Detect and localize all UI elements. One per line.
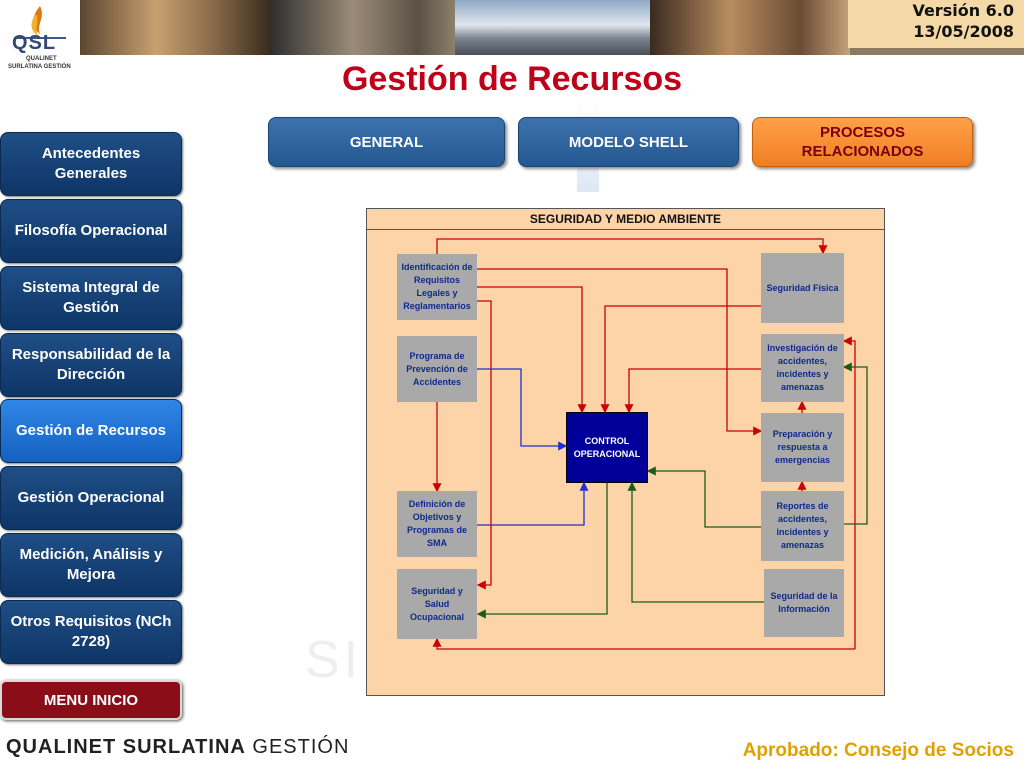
sidebar-item-label: Sistema Integral de Gestión bbox=[22, 279, 160, 316]
arrow-reportes-to-control bbox=[646, 466, 761, 528]
arrow-bottom-loop bbox=[432, 637, 855, 650]
logo-flame-icon bbox=[14, 6, 66, 39]
version-date: 13/05/2008 bbox=[913, 22, 1014, 41]
sidebar-item-label: Medición, Análisis y Mejora bbox=[19, 546, 163, 583]
header-photo-airplane bbox=[455, 0, 650, 55]
arrow-segfisica-to-control bbox=[600, 305, 761, 414]
logo-text: QSL bbox=[12, 32, 57, 54]
box-seguridad-salud: Seguridad y Salud Ocupacional bbox=[397, 569, 477, 639]
arrow-reportes-to-investigacion bbox=[842, 362, 868, 525]
arrow-ident-to-preparacion bbox=[477, 268, 763, 436]
sidebar-item-label: Filosofía Operacional bbox=[14, 222, 168, 239]
arrow-ident-to-segfisica bbox=[436, 238, 828, 255]
box-identificacion: Identificación de Requisitos Legales y R… bbox=[397, 254, 477, 320]
sidebar-item-label: Gestión de Recursos bbox=[15, 422, 167, 439]
version-box: Versión 6.0 13/05/2008 bbox=[848, 0, 1024, 48]
arrow-feedback-to-investigacion bbox=[842, 336, 856, 649]
page-title: Gestión de Recursos bbox=[341, 60, 683, 98]
sidebar-item-otros-requisitos[interactable]: Otros Requisitos (NCh 2728) bbox=[0, 600, 182, 664]
sidebar-item-label: Responsabilidad de la Dirección bbox=[11, 346, 171, 383]
sidebar-item-sistema-integral[interactable]: Sistema Integral de Gestión bbox=[0, 266, 182, 330]
menu-inicio-button[interactable]: MENU INICIO bbox=[0, 680, 182, 720]
box-seguridad-informacion: Seguridad de la Información bbox=[764, 569, 844, 637]
tab-procesos-relacionados[interactable]: PROCESOS RELACIONADOS bbox=[752, 117, 973, 167]
header-photo-office bbox=[270, 0, 455, 55]
box-control-operacional: CONTROL OPERACIONAL bbox=[566, 412, 648, 483]
tab-label: PROCESOS RELACIONADOS bbox=[801, 124, 924, 160]
tab-label: MODELO SHELL bbox=[568, 133, 689, 151]
sidebar-item-medicion-analisis[interactable]: Medición, Análisis y Mejora bbox=[0, 533, 182, 597]
footer-brand-bold: QUALINET SURLATINA bbox=[6, 736, 246, 758]
tab-general[interactable]: GENERAL bbox=[268, 117, 505, 167]
arrow-seginfo-to-control bbox=[627, 481, 764, 603]
watermark-text: SI bbox=[305, 631, 363, 689]
footer-brand-light: GESTIÓN bbox=[252, 736, 350, 758]
sidebar-item-label: Otros Requisitos (NCh 2728) bbox=[10, 613, 172, 650]
version-label: Versión 6.0 bbox=[912, 1, 1014, 20]
tab-modelo-shell[interactable]: MODELO SHELL bbox=[518, 117, 739, 167]
sidebar-item-responsabilidad-direccion[interactable]: Responsabilidad de la Dirección bbox=[0, 333, 182, 397]
arrow-control-to-segsalud bbox=[476, 483, 608, 619]
sidebar-item-gestion-recursos[interactable]: Gestión de Recursos bbox=[0, 399, 182, 463]
box-reportes: Reportes de accidentes, incidentes y ame… bbox=[761, 491, 844, 561]
diagram-title: SEGURIDAD Y MEDIO AMBIENTE bbox=[367, 209, 884, 230]
sidebar-item-label: Antecedentes Generales bbox=[41, 145, 141, 182]
box-definicion: Definición de Objetivos y Programas de S… bbox=[397, 491, 477, 557]
tab-label: GENERAL bbox=[349, 133, 424, 151]
process-diagram: SEGURIDAD Y MEDIO AMBIENTE bbox=[366, 208, 885, 696]
logo-subtitle-2: SURLATINA GESTIÓN bbox=[8, 64, 71, 70]
header-photo-meeting bbox=[80, 0, 270, 55]
logo-subtitle-1: QUALINET bbox=[26, 56, 57, 62]
arrow-programa-to-control bbox=[477, 368, 568, 451]
box-seguridad-fisica: Seguridad Física bbox=[761, 253, 844, 323]
sidebar-item-antecedentes-generales[interactable]: Antecedentes Generales bbox=[0, 132, 182, 196]
header-photo-team bbox=[650, 0, 850, 55]
footer-brand: QUALINET SURLATINA GESTIÓN bbox=[6, 736, 349, 759]
sidebar-item-filosofia-operacional[interactable]: Filosofía Operacional bbox=[0, 199, 182, 263]
diagram-arrows bbox=[432, 238, 868, 650]
footer-approved: Aprobado: Consejo de Socios bbox=[742, 740, 1014, 761]
box-investigacion: Investigación de accidentes, incidentes … bbox=[761, 334, 844, 402]
box-programa: Programa de Prevención de Accidentes bbox=[397, 336, 477, 402]
company-logo[interactable]: QSL QUALINET SURLATINA GESTIÓN bbox=[0, 0, 80, 75]
box-preparacion: Preparación y respuesta a emergencias bbox=[761, 413, 844, 482]
arrow-investigacion-to-control bbox=[624, 368, 761, 414]
arrow-ident-to-control bbox=[477, 286, 587, 414]
sidebar-item-gestion-operacional[interactable]: Gestión Operacional bbox=[0, 466, 182, 530]
arrow-definicion-to-control bbox=[477, 481, 589, 526]
sidebar-item-label: Gestión Operacional bbox=[17, 489, 165, 506]
arrow-ident-to-segsalud bbox=[476, 300, 492, 590]
